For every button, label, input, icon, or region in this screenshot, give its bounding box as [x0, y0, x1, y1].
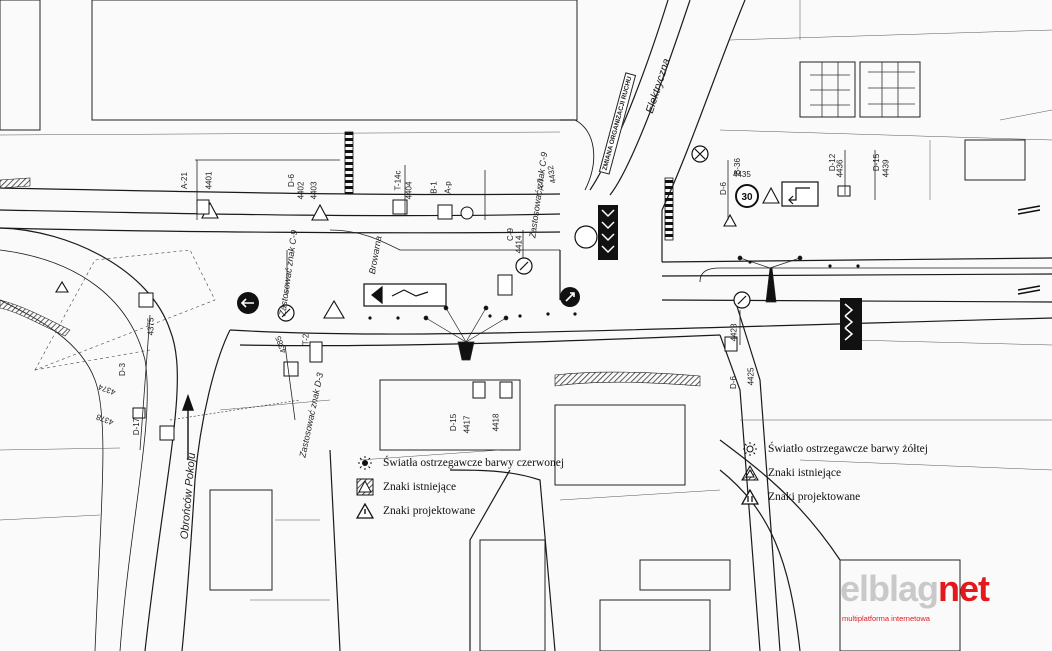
building-bottom-right	[839, 559, 961, 651]
building-top-center	[91, 0, 578, 121]
code-d6-mid: D-6	[728, 376, 738, 389]
chevron-boards	[598, 205, 862, 350]
num-4423: 4423	[729, 323, 739, 342]
code-a21: A-21	[179, 172, 189, 189]
code-ap: A-p	[443, 181, 453, 194]
code-d6-top: D-6	[286, 174, 296, 187]
legend-designed-label: Znaki projektowane	[383, 505, 476, 517]
num-4425: 4425	[746, 367, 756, 386]
legend-red-lights-label: Światła ostrzegawcze barwy czerwonej	[383, 457, 565, 469]
red-light-icon	[355, 453, 375, 473]
existing-sign-icon-right	[740, 463, 760, 483]
lamp-sprays	[423, 255, 803, 361]
speed-limit-sign	[735, 184, 759, 208]
round-signs	[237, 145, 759, 322]
warning-light-dots	[368, 260, 860, 320]
code-d15-mid: D-15	[449, 413, 459, 432]
building-bottom-2	[379, 379, 521, 451]
code-d17: D-17	[132, 417, 142, 436]
triangle-signs	[55, 186, 780, 319]
parking-marks	[810, 62, 915, 117]
yellow-light-icon	[740, 439, 760, 459]
building-right-2	[859, 61, 921, 118]
code-t2: T-2	[301, 333, 311, 346]
legend-designed-right-label: Znaki projektowane	[768, 491, 861, 503]
direction-arrow	[182, 393, 194, 460]
hatched-curb-left	[0, 299, 71, 337]
num-4375: 4375	[146, 317, 156, 336]
num-4417: 4417	[462, 415, 472, 434]
building-top-left	[0, 0, 41, 131]
buildings	[0, 0, 1026, 651]
hatched-curb	[554, 371, 701, 387]
square-signs	[132, 185, 851, 441]
building-right-1	[964, 139, 1026, 181]
building-bottom-6	[639, 559, 731, 591]
num-4404: 4404	[404, 181, 414, 200]
legend-row-existing: Znaki istniejące	[355, 476, 564, 498]
legend-row-existing-right: Znaki istniejące	[740, 462, 928, 484]
code-t14c: T-14c	[393, 170, 403, 191]
legend-row-yellow-lights: Światło ostrzegawcze barwy żółtej	[740, 438, 928, 460]
barrier-top	[344, 131, 354, 195]
barrier-mid	[664, 177, 674, 241]
legend-existing-label: Znaki istniejące	[383, 481, 457, 493]
code-d6-right: D-6	[718, 182, 728, 195]
designed-sign-icon	[355, 501, 375, 521]
island-lines	[34, 249, 216, 371]
num-4403: 4403	[309, 181, 319, 200]
speed-limit-value: 30	[741, 192, 753, 203]
logo-tagline: multiplatforma internetowa	[842, 614, 930, 623]
legend-existing-right-label: Znaki istniejące	[768, 467, 842, 479]
legend-row-designed-right: Znaki projektowane	[740, 486, 928, 508]
elblagnet-logo: elblagnet multiplatforma internetowa	[840, 568, 1020, 628]
legend-left: Światła ostrzegawcze barwy czerwonej Zna…	[355, 452, 564, 524]
code-b1: B-1	[429, 181, 439, 194]
property-lines	[0, 0, 1052, 601]
legend-yellow-lights-label: Światło ostrzegawcze barwy żółtej	[768, 443, 928, 455]
barriers	[344, 131, 674, 241]
curve-walkway	[329, 229, 560, 251]
num-4439: 4439	[881, 159, 891, 178]
arrow-boards	[363, 181, 1041, 307]
logo-wordmark: elblagnet	[840, 568, 990, 609]
building-right-3	[799, 61, 856, 118]
num-4418: 4418	[491, 413, 501, 432]
building-bottom-5	[599, 599, 711, 651]
hatched-curb-top	[0, 177, 31, 189]
legend-right: Światło ostrzegawcze barwy żółtej Znaki …	[740, 438, 928, 510]
code-d3: D-3	[117, 363, 127, 376]
light-circle	[574, 225, 598, 249]
code-a7: A-7	[536, 178, 546, 191]
legend-row-red-lights: Światła ostrzegawcze barwy czerwonej	[355, 452, 564, 474]
code-d15-top: D-15	[872, 153, 882, 172]
designed-sign-icon-right	[740, 487, 760, 507]
building-bottom-3	[554, 404, 686, 486]
num-4401: 4401	[204, 171, 214, 190]
building-bottom-1	[209, 489, 273, 591]
sign-wire	[169, 399, 301, 421]
num-4436: 4436	[835, 159, 845, 178]
num-4414: 4414	[514, 235, 524, 254]
building-bottom-4	[479, 539, 546, 651]
num-4435: 4435	[733, 170, 751, 179]
legend-row-designed: Znaki projektowane	[355, 500, 564, 522]
num-4402: 4402	[296, 181, 306, 200]
sign-posts	[139, 150, 876, 451]
existing-sign-icon	[355, 477, 375, 497]
